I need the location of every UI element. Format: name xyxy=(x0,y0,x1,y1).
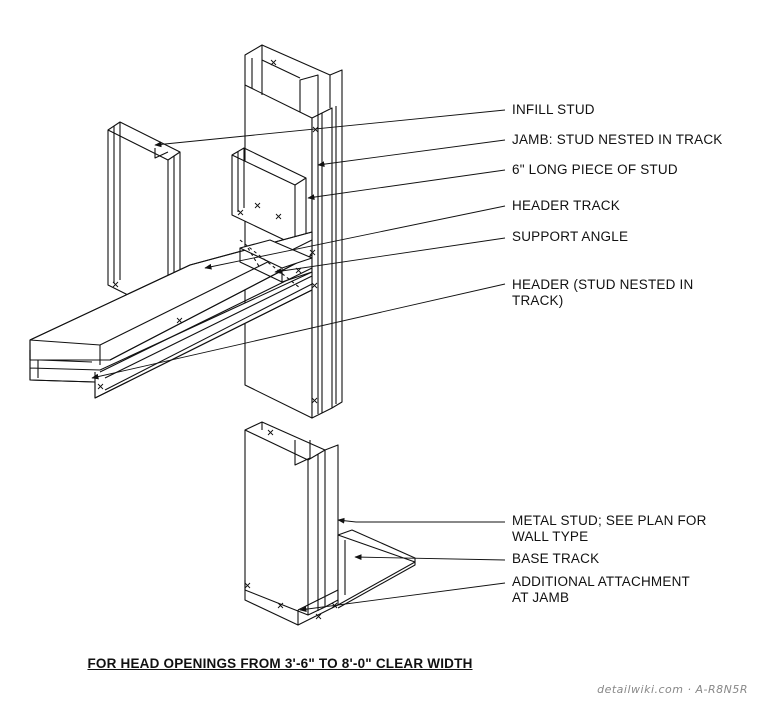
leader-attachment xyxy=(299,582,506,613)
label-attachment-line2: AT JAMB xyxy=(512,590,570,605)
label-header-line2: TRACK) xyxy=(512,293,564,308)
lower-jamb-stud xyxy=(244,421,339,616)
header-track xyxy=(29,231,313,365)
label-stud-piece: 6" LONG PIECE OF STUD xyxy=(512,162,678,177)
label-support-angle: SUPPORT ANGLE xyxy=(512,229,629,244)
label-header-track: HEADER TRACK xyxy=(512,198,620,213)
support-angle xyxy=(239,239,313,289)
drawing-caption: FOR HEAD OPENINGS FROM 3'-6" TO 8'-0" CL… xyxy=(87,656,473,671)
leader-header-track xyxy=(204,205,506,270)
leader-base-track xyxy=(354,554,506,561)
label-infill-stud: INFILL STUD xyxy=(512,102,595,117)
leader-stud-piece xyxy=(307,169,506,200)
label-header-line1: HEADER (STUD NESTED IN xyxy=(512,277,694,292)
leader-metal-stud xyxy=(337,517,505,524)
leader-jamb xyxy=(317,139,506,167)
watermark: detailwiki.com · A-R8N5R xyxy=(597,683,748,696)
label-metal-stud-line2: WALL TYPE xyxy=(512,529,589,544)
label-base-track: BASE TRACK xyxy=(512,551,600,566)
label-metal-stud-line1: METAL STUD; SEE PLAN FOR xyxy=(512,513,707,528)
header-stud xyxy=(29,267,313,399)
label-jamb: JAMB: STUD NESTED IN TRACK xyxy=(512,132,723,147)
leader-header xyxy=(91,283,506,380)
label-attachment-line1: ADDITIONAL ATTACHMENT xyxy=(512,574,690,589)
screw-marks xyxy=(97,59,338,620)
leader-support-angle xyxy=(274,237,506,274)
leader-infill-stud xyxy=(154,109,506,148)
